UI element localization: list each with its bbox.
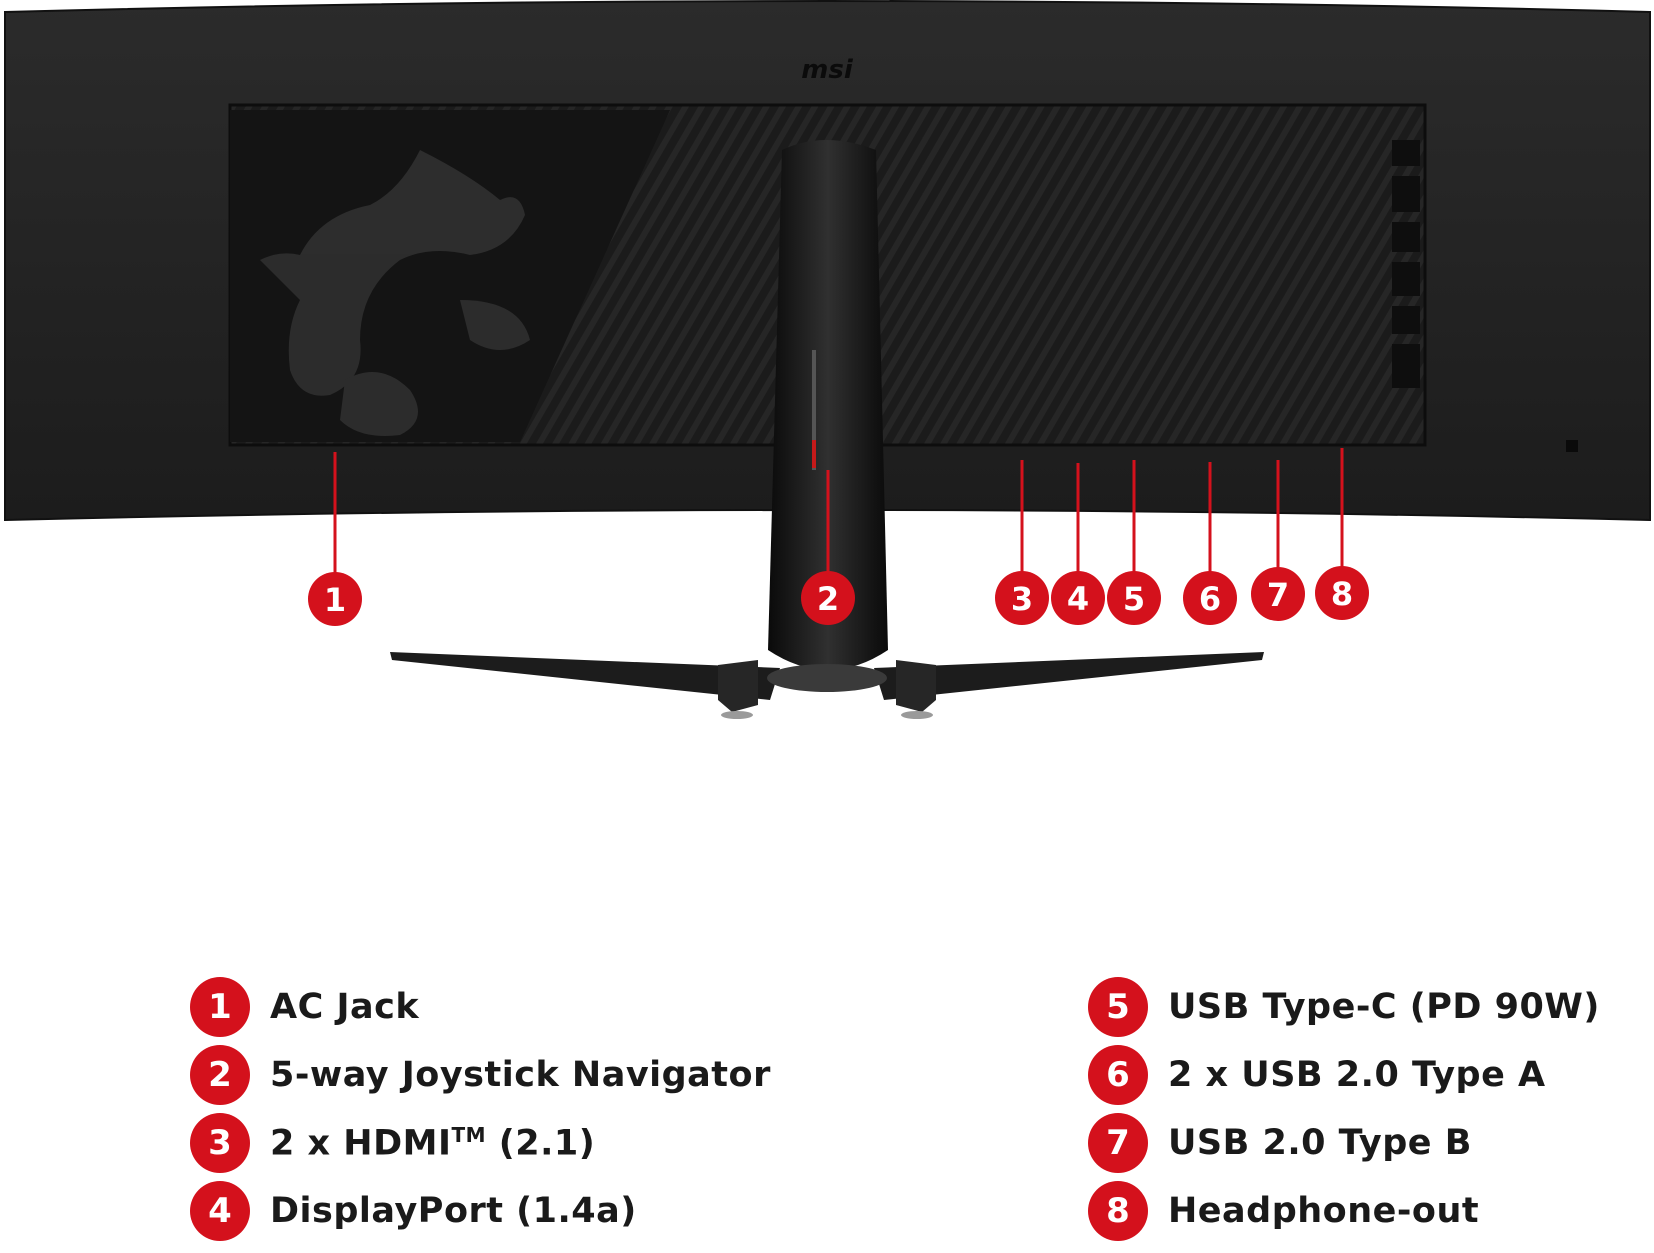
callout-badge-1 bbox=[308, 572, 362, 626]
legend-label-text: AC Jack bbox=[270, 987, 420, 1027]
legend-label-text: 2 x USB 2.0 Type A bbox=[1168, 1055, 1546, 1095]
legend-item-7: 7 USB 2.0 Type B bbox=[1088, 1113, 1600, 1173]
side-graphic bbox=[1392, 140, 1420, 388]
legend-number-badge: 2 bbox=[190, 1045, 250, 1105]
callout-badge-8 bbox=[1315, 566, 1369, 620]
callout-badge-7 bbox=[1251, 567, 1305, 621]
callout-number-2: 2 bbox=[817, 580, 839, 618]
legend-label-text: USB 2.0 Type B bbox=[1168, 1123, 1472, 1163]
legend-number-badge: 6 bbox=[1088, 1045, 1148, 1105]
callout-badge-2 bbox=[801, 571, 855, 625]
legend-item-1: 1 AC Jack bbox=[190, 977, 771, 1037]
callout-number-1: 1 bbox=[324, 581, 346, 619]
legend-item-6: 6 2 x USB 2.0 Type A bbox=[1088, 1045, 1600, 1105]
callout-number-5: 5 bbox=[1123, 580, 1145, 618]
callout-number-3: 3 bbox=[1011, 580, 1033, 618]
legend-item-4: 4 DisplayPort (1.4a) bbox=[190, 1181, 771, 1241]
legend-label-suffix: (2.1) bbox=[486, 1123, 596, 1164]
legend-label: 2 x USB 2.0 Type A bbox=[1168, 1055, 1546, 1095]
legend-number-badge: 5 bbox=[1088, 977, 1148, 1037]
legend-label-text: USB Type-C (PD 90W) bbox=[1168, 987, 1600, 1027]
legend-item-5: 5 USB Type-C (PD 90W) bbox=[1088, 977, 1600, 1037]
dragon-emblem bbox=[260, 150, 530, 436]
legend-label: DisplayPort (1.4a) bbox=[270, 1191, 637, 1231]
kensington-lock-slot bbox=[1566, 440, 1578, 452]
legend-right: 5 USB Type-C (PD 90W) 6 2 x USB 2.0 Type A 7… bbox=[1088, 977, 1600, 1241]
callout-badge-4 bbox=[1051, 571, 1105, 625]
legend-item-2: 2 5-way Joystick Navigator bbox=[190, 1045, 771, 1105]
legend-item-8: 8 Headphone-out bbox=[1088, 1181, 1600, 1241]
callout-number-8: 8 bbox=[1331, 575, 1353, 613]
legend-number-badge: 3 bbox=[190, 1113, 250, 1173]
callout-number-6: 6 bbox=[1199, 580, 1221, 618]
legend-label: Headphone-out bbox=[1168, 1191, 1479, 1231]
legend-label-text: DisplayPort (1.4a) bbox=[270, 1191, 637, 1231]
legend-number-badge: 8 bbox=[1088, 1181, 1148, 1241]
callout-badge-3 bbox=[995, 571, 1049, 625]
callout-badge-5 bbox=[1107, 571, 1161, 625]
legend-left: 1 AC Jack 2 5-way Joystick Navigator 3 2 x HD… bbox=[190, 977, 771, 1241]
legend-number-badge: 7 bbox=[1088, 1113, 1148, 1173]
legend-label: AC Jack bbox=[270, 987, 419, 1027]
brand-logo: msi bbox=[801, 55, 854, 85]
legend-number-badge: 4 bbox=[190, 1181, 250, 1241]
legend-label: USB Type-C (PD 90W) bbox=[1168, 987, 1600, 1027]
legend-label-text: 2 x HDMI bbox=[270, 1123, 452, 1164]
legend-label: 2 x HDMITM (2.1) bbox=[270, 1123, 595, 1164]
legend-label: 5-way Joystick Navigator bbox=[270, 1055, 771, 1095]
monitor-stand bbox=[390, 140, 1264, 719]
legend-number-badge: 1 bbox=[190, 977, 250, 1037]
callout-number-4: 4 bbox=[1067, 580, 1089, 618]
legend-label-text: Headphone-out bbox=[1168, 1191, 1480, 1231]
legend-label: USB 2.0 Type B bbox=[1168, 1123, 1472, 1163]
trademark-superscript: TM bbox=[451, 1122, 487, 1147]
callout-number-7: 7 bbox=[1267, 576, 1289, 614]
callout-badge-6 bbox=[1183, 571, 1237, 625]
legend-item-3: 3 2 x HDMITM (2.1) bbox=[190, 1113, 771, 1173]
legend-label-text: 5-way Joystick Navigator bbox=[270, 1055, 771, 1095]
